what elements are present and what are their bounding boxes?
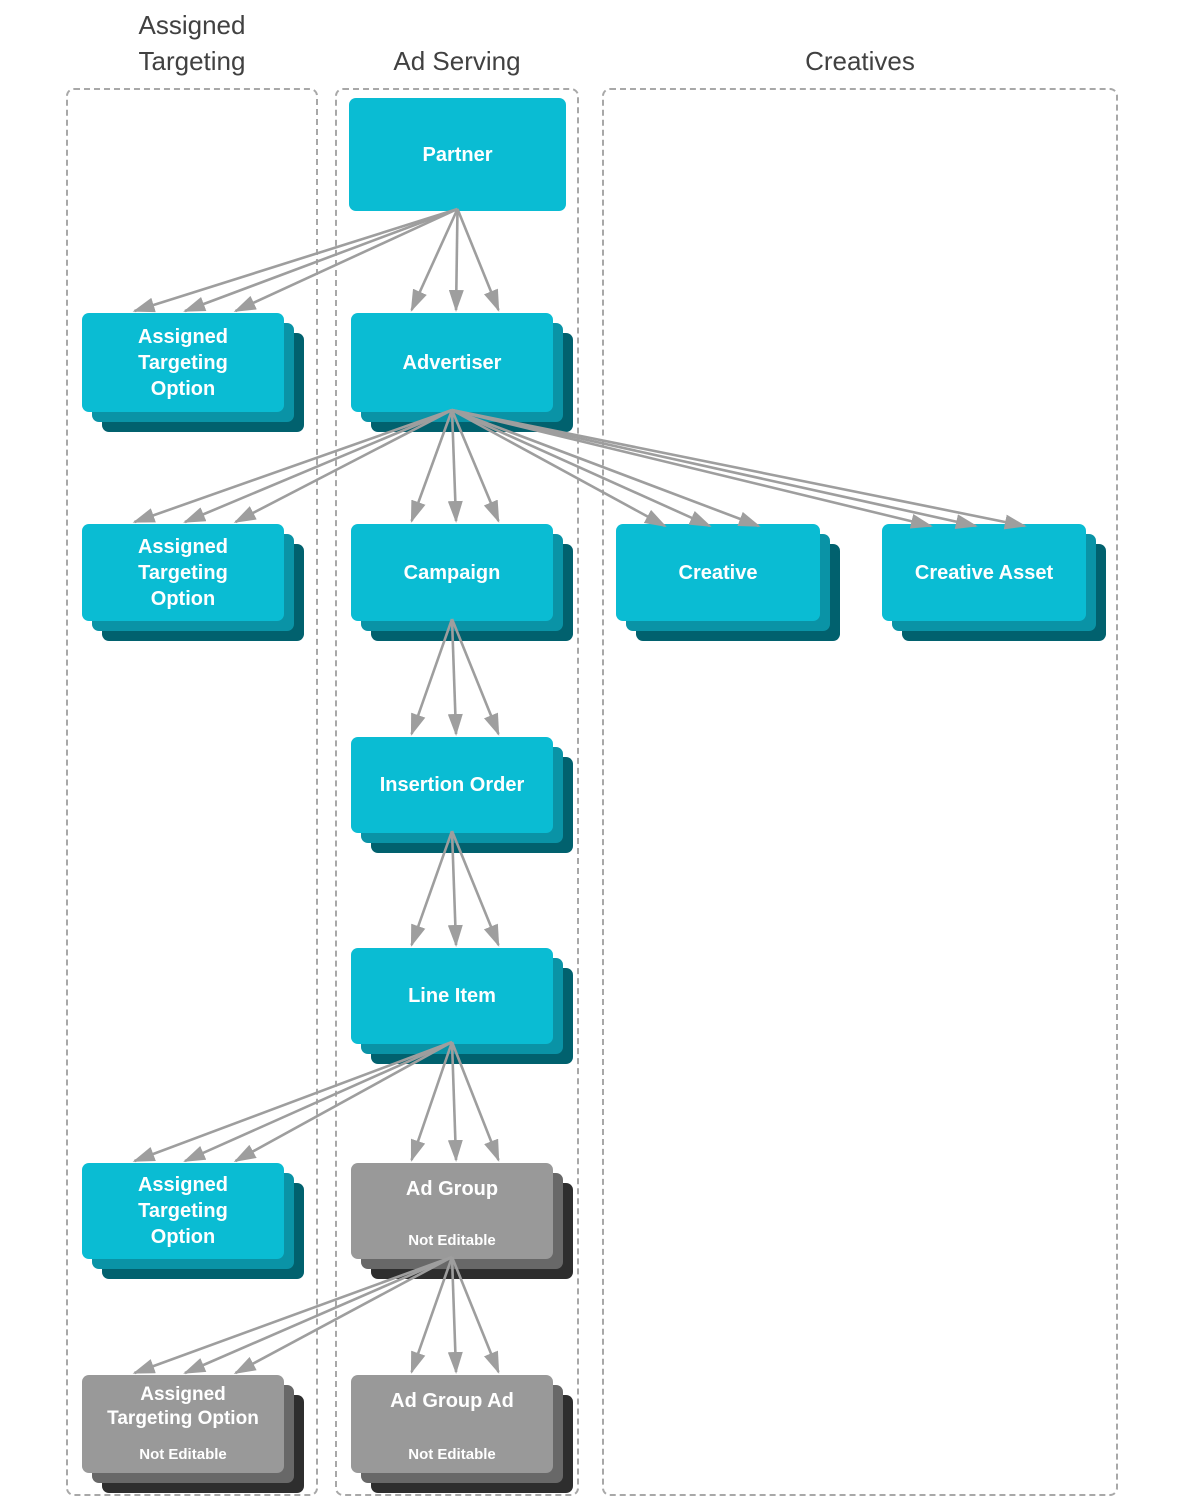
node-ad-group-ad: Ad Group Ad Not Editable — [351, 1375, 573, 1493]
node-label: Creative — [679, 560, 758, 586]
panel-title-creatives: Creatives — [602, 43, 1118, 79]
panel-assigned-targeting — [66, 88, 318, 1496]
node-card-insertion-order: Insertion Order — [351, 737, 553, 833]
panel-creatives — [602, 88, 1118, 1496]
node-label-line: Targeting Option — [107, 1408, 259, 1429]
node-label-line: Partner — [422, 143, 493, 166]
node-line-item: Line Item — [351, 948, 573, 1064]
node-label-line: Creative Asset — [914, 561, 1054, 584]
node-label: Creative Asset — [915, 560, 1053, 586]
node-label-line: Advertiser — [402, 351, 502, 374]
panel-ad-serving — [335, 88, 579, 1496]
node-label: Insertion Order — [380, 772, 524, 798]
node-sublabel: Not Editable — [408, 1446, 496, 1463]
node-label-line: Ad Group — [405, 1178, 499, 1200]
node-creative-asset: Creative Asset — [882, 524, 1106, 641]
node-label: Campaign — [404, 560, 501, 586]
node-label-line: Targeting — [138, 351, 228, 374]
node-card-ad-group-ad: Ad Group Ad Not Editable — [351, 1375, 553, 1473]
node-label: Line Item — [408, 983, 496, 1009]
panel-title-ad-serving: Ad Serving — [335, 43, 579, 79]
node-advertiser: Advertiser — [351, 313, 573, 432]
node-label-line: Targeting — [138, 1200, 228, 1222]
node-sublabel: Not Editable — [139, 1446, 227, 1463]
panel-title-line: Assigned — [138, 10, 246, 40]
node-label-line: Assigned — [137, 325, 229, 348]
node-partner: Partner — [349, 98, 566, 211]
node-label-line: Option — [150, 587, 216, 610]
node-card-creative: Creative — [616, 524, 820, 621]
panel-title-line: Ad Serving — [393, 46, 521, 76]
node-label-line: Line Item — [408, 985, 496, 1007]
node-card-advertiser: Advertiser — [351, 313, 553, 412]
node-label-line: Ad Group Ad — [390, 1390, 514, 1412]
node-label-line: Creative — [678, 561, 758, 584]
node-label: Partner — [422, 142, 492, 168]
node-label: Ad Group — [406, 1163, 498, 1202]
node-label-line: Insertion Order — [379, 774, 525, 796]
node-card-campaign: Campaign — [351, 524, 553, 621]
node-label-line: Assigned — [137, 1174, 229, 1196]
node-label: Advertiser — [403, 350, 502, 376]
node-card-creative-asset: Creative Asset — [882, 524, 1086, 621]
node-label-line: Assigned — [140, 1384, 226, 1405]
node-sublabel: Not Editable — [408, 1232, 496, 1249]
node-insertion-order: Insertion Order — [351, 737, 573, 853]
node-card-line-item: Line Item — [351, 948, 553, 1044]
node-label-line: Option — [150, 377, 216, 400]
node-campaign: Campaign — [351, 524, 573, 641]
node-label-line: Option — [150, 1226, 216, 1248]
node-label-line: Targeting — [138, 561, 228, 584]
node-creative: Creative — [616, 524, 840, 641]
node-card-partner: Partner — [349, 98, 566, 211]
node-label-line: Assigned — [137, 535, 229, 558]
panel-title-line: Targeting — [138, 46, 246, 76]
node-label: Ad Group Ad — [390, 1375, 514, 1414]
panel-title-line: Creatives — [805, 46, 915, 76]
node-label-line: Campaign — [403, 561, 501, 584]
